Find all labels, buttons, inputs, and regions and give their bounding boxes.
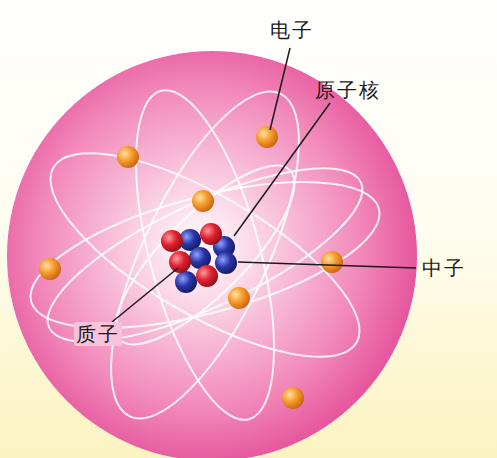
electron-balls [39, 126, 343, 409]
atom-sphere [7, 51, 417, 458]
nucleus-label: 原子核 [313, 78, 383, 102]
leader-lines [112, 48, 416, 322]
proton-label: 质子 [74, 322, 122, 346]
electron-label: 电子 [268, 18, 316, 42]
orbit-lines [16, 67, 394, 442]
nucleus-balls [161, 223, 237, 293]
neutron-label: 中子 [420, 256, 468, 280]
